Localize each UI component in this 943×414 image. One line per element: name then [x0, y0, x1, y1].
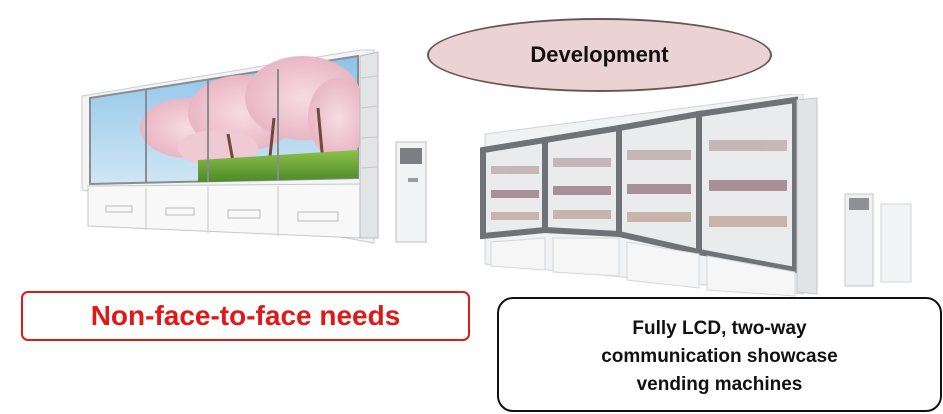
- lcd-line-1: Fully LCD, two-way: [632, 317, 807, 339]
- cherry-blossom-vending-machine-image: [81, 49, 427, 244]
- non-face-to-face-needs-box: Non-face-to-face needs: [21, 291, 470, 341]
- lcd-line-3: vending machines: [636, 373, 803, 395]
- development-text: Development: [530, 42, 669, 67]
- needs-text: Non-face-to-face needs: [90, 300, 401, 331]
- development-label: Development: [427, 18, 772, 92]
- lcd-showcase-vending-machine-image: [480, 94, 912, 297]
- lcd-description-text: Fully LCD, two-way communication showcas…: [550, 315, 890, 399]
- lcd-vending-description-box: Fully LCD, two-way communication showcas…: [497, 297, 942, 412]
- lcd-line-2: communication showcase: [601, 345, 838, 367]
